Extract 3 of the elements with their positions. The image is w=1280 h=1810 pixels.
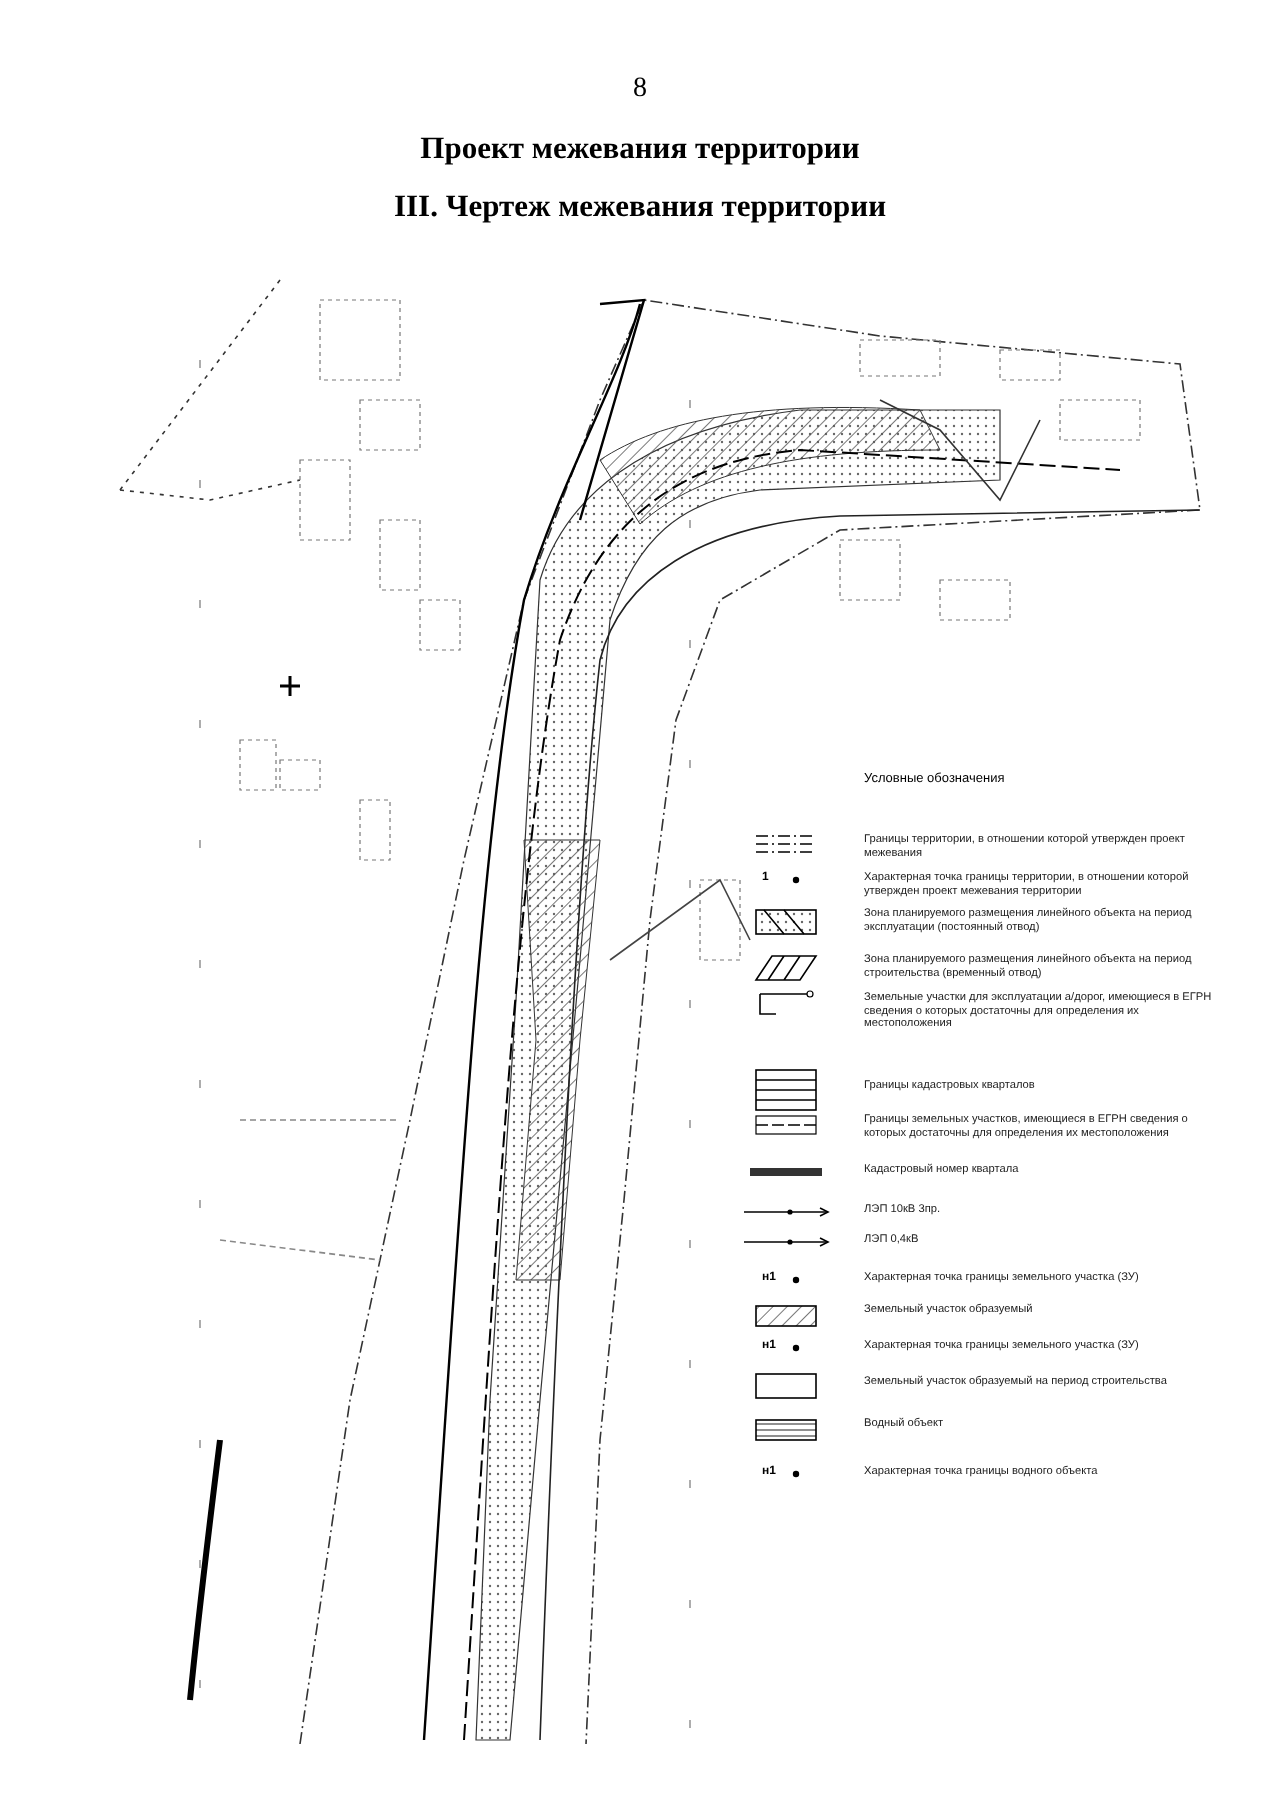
page-number: 8 <box>631 74 649 106</box>
page-title: Проект межевания территории <box>418 132 862 168</box>
page-subtitle: III. Чертеж межевания территории <box>391 190 889 226</box>
